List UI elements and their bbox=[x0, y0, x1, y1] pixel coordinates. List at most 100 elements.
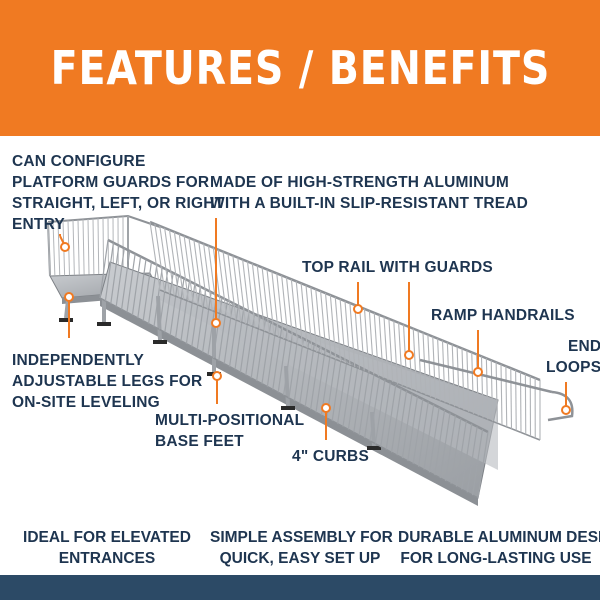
baluster bbox=[437, 338, 441, 401]
baluster bbox=[102, 217, 105, 274]
baluster bbox=[391, 388, 402, 453]
callout-line: PLATFORM GUARDS FOR bbox=[12, 174, 210, 191]
baluster bbox=[363, 308, 370, 373]
callout-line: WITH A BUILT-IN SLIP-RESISTANT TREAD bbox=[210, 195, 529, 212]
baluster bbox=[461, 348, 465, 411]
baluster bbox=[227, 253, 237, 321]
baluster bbox=[198, 241, 209, 309]
callout-dot bbox=[561, 405, 571, 415]
callout-base-feet: MULTI-POSITIONAL BASE FEET bbox=[155, 410, 304, 452]
callout-line: STRAIGHT, LEFT, OR RIGHT bbox=[12, 195, 225, 212]
baluster bbox=[412, 398, 424, 464]
callout-top-rail: TOP RAIL WITH GUARDS bbox=[302, 257, 493, 278]
baluster bbox=[422, 332, 427, 396]
baluster bbox=[519, 372, 522, 433]
benefit-line: ENTRANCES bbox=[58, 550, 156, 567]
bottom-band bbox=[0, 575, 600, 600]
baluster bbox=[239, 311, 250, 373]
baluster bbox=[168, 229, 180, 298]
callout-line: END bbox=[567, 338, 600, 355]
baluster bbox=[77, 219, 80, 275]
callout-dot bbox=[211, 318, 221, 328]
header-banner: FEATURES / BENEFITS bbox=[0, 0, 600, 136]
baluster bbox=[349, 302, 356, 367]
baluster bbox=[398, 322, 403, 386]
baluster bbox=[97, 218, 100, 275]
callout-dot bbox=[321, 403, 331, 413]
base-foot bbox=[59, 318, 73, 322]
baluster bbox=[441, 340, 446, 403]
baluster bbox=[427, 334, 432, 397]
baluster bbox=[242, 259, 251, 326]
baluster bbox=[432, 336, 437, 399]
baluster bbox=[423, 404, 435, 470]
baluster bbox=[217, 249, 228, 317]
baluster bbox=[347, 366, 359, 430]
baluster bbox=[137, 259, 147, 319]
baluster bbox=[266, 269, 275, 336]
baluster bbox=[480, 356, 484, 418]
baluster bbox=[310, 287, 318, 352]
baluster bbox=[87, 218, 90, 275]
baluster bbox=[107, 217, 109, 274]
callout-line: TOP RAIL WITH GUARDS bbox=[302, 259, 493, 276]
baluster bbox=[476, 354, 479, 416]
baluster bbox=[285, 277, 294, 343]
benefit-line: DURABLE ALUMINUM DESIGN bbox=[398, 529, 600, 546]
benefit-durable: DURABLE ALUMINUM DESIGN FOR LONG-LASTING… bbox=[398, 527, 600, 569]
baluster bbox=[393, 320, 399, 384]
baluster bbox=[495, 362, 498, 424]
baluster bbox=[407, 396, 419, 461]
leader-lines bbox=[59, 218, 571, 440]
baluster bbox=[276, 273, 285, 339]
baluster bbox=[121, 250, 131, 310]
baluster bbox=[196, 289, 207, 350]
callout-line: ENTRY bbox=[12, 216, 65, 233]
baluster bbox=[57, 221, 61, 276]
baluster bbox=[229, 305, 239, 367]
callout-line: MULTI-POSITIONAL bbox=[155, 412, 305, 429]
callout-dot bbox=[404, 350, 414, 360]
leg bbox=[156, 295, 162, 341]
ramp-handrail bbox=[419, 358, 574, 422]
baluster bbox=[369, 377, 381, 441]
benefit-line: FOR LONG-LASTING USE bbox=[400, 550, 592, 567]
base-foot bbox=[367, 446, 381, 450]
callout-line: CAN CONFIGURE bbox=[12, 153, 146, 170]
baluster bbox=[359, 306, 365, 371]
baluster bbox=[358, 371, 370, 436]
baluster bbox=[315, 349, 326, 413]
leg bbox=[64, 299, 70, 319]
baluster bbox=[472, 429, 484, 496]
baluster bbox=[310, 346, 321, 410]
callout-line: BASE FEET bbox=[155, 433, 244, 450]
baluster bbox=[305, 285, 313, 351]
baluster bbox=[290, 279, 299, 345]
base-foot bbox=[97, 322, 111, 326]
callout-line: ADJUSTABLE LEGS FOR bbox=[12, 373, 203, 390]
page-title: FEATURES / BENEFITS bbox=[50, 41, 550, 95]
base-foot bbox=[153, 340, 167, 344]
baluster bbox=[396, 390, 408, 456]
baluster bbox=[261, 267, 270, 334]
baluster bbox=[237, 257, 247, 324]
baluster bbox=[353, 368, 364, 433]
baluster bbox=[477, 431, 489, 499]
baluster bbox=[428, 407, 440, 473]
baluster bbox=[193, 239, 204, 307]
baluster bbox=[450, 418, 462, 484]
baluster bbox=[418, 401, 429, 467]
callout-dot bbox=[473, 367, 483, 377]
baluster bbox=[164, 227, 175, 296]
baluster bbox=[300, 283, 308, 349]
baluster bbox=[374, 379, 386, 444]
callout-line: MADE OF HIGH-STRENGTH ALUMINUM bbox=[210, 174, 510, 191]
baluster bbox=[288, 335, 299, 399]
baluster bbox=[388, 318, 394, 382]
callout-dot bbox=[353, 304, 363, 314]
benefit-elevated: IDEAL FOR ELEVATED ENTRANCES bbox=[22, 527, 192, 569]
callout-platform-guards: CAN CONFIGURE PLATFORM GUARDS FOR STRAIG… bbox=[12, 151, 224, 235]
baluster bbox=[329, 295, 337, 360]
callout-handrails: RAMP HANDRAILS bbox=[431, 305, 575, 326]
baluster bbox=[373, 312, 380, 377]
